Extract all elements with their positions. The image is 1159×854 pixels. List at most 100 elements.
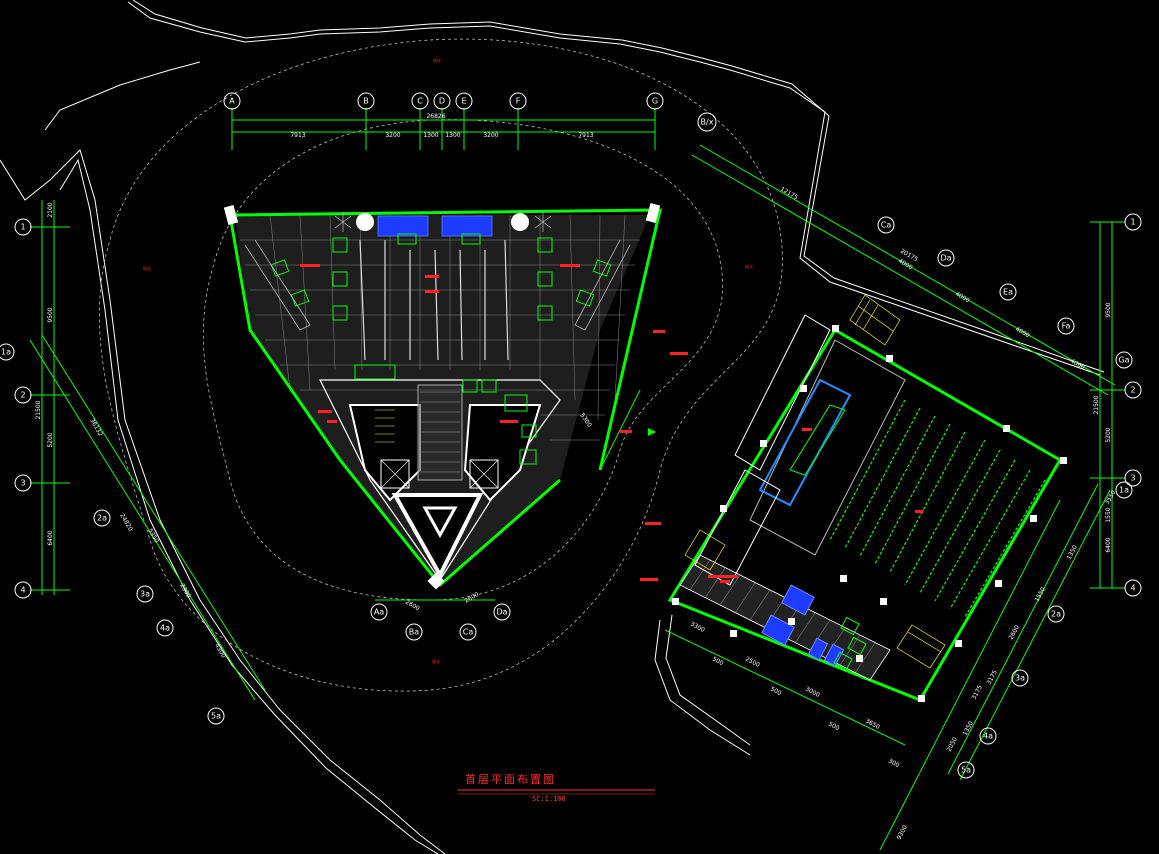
dim-lobby-2: 2600: [464, 591, 481, 605]
dim-rt-7: 9500: [1105, 302, 1112, 317]
grid-bubble-lower-right-3-label: 3a: [1015, 674, 1025, 683]
dim-top-5: 3200: [483, 132, 498, 139]
grid-bubble-right-top-3: Ea: [999, 283, 1017, 301]
dim-right-1: 21500: [1093, 395, 1100, 414]
room-label-south: 绿化: [432, 658, 440, 664]
auditorium-building: [667, 294, 1067, 702]
grid-bubble-lower-right-4-label: 4a: [983, 732, 993, 741]
grid-bubble-lower-right-1: 1a: [1115, 481, 1133, 499]
drawing-title: 首层平面布置图: [465, 772, 556, 786]
grid-bubble-right-top-3-label: Ea: [1003, 288, 1013, 297]
dim-lr-2: 2600: [1008, 624, 1021, 641]
grid-bubble-top-2-label: B: [363, 97, 369, 106]
dim-lr-3: 3175: [971, 684, 984, 701]
dim-diag-1: 36132: [88, 418, 104, 438]
dim-diag-3: 5350: [146, 528, 160, 545]
dim-diag-4: 2300: [178, 583, 192, 600]
grid-bubble-left-3: 3: [14, 474, 32, 492]
grid-bubble-lower-right-1-label: 1a: [1119, 486, 1129, 495]
dim-lr-4: 3175: [986, 669, 999, 686]
grid-bubble-top-1: A: [223, 92, 241, 110]
grid-bubble-lower-right-5: 5a: [957, 761, 975, 779]
drawing-scale: SC:1:100: [532, 795, 566, 803]
grid-bubble-left-diag-5: 5a: [207, 707, 225, 725]
grid-bubble-right-top-4-label: Fa: [1062, 322, 1071, 331]
grid-bubble-left-diag-1: 1a: [0, 343, 15, 361]
grid-bubble-top-6: F: [509, 92, 527, 110]
dim-low-1: 3300: [689, 621, 706, 634]
dim-lr-7: 9300: [896, 824, 909, 841]
dim-lr-6: 1350: [962, 720, 975, 737]
auditorium-seating: [829, 399, 1046, 618]
grid-bubble-corner-label: B/x: [701, 118, 714, 127]
grid-bubble-right-3: 3: [1124, 469, 1142, 487]
red-annotations: 绿化 绿化 绿化 绿化: [143, 57, 923, 664]
room-label-north: 绿化: [433, 57, 441, 63]
grid-bubble-top-2: B: [357, 92, 375, 110]
grid-bubble-bottom-2: Ba: [405, 623, 423, 641]
room-label-east: 绿化: [745, 263, 753, 269]
central-core: [319, 364, 561, 582]
grid-bubble-top-7-label: G: [652, 97, 658, 106]
grid-bubble-right-top-4: Fa: [1057, 317, 1075, 335]
grid-bubble-top-7: G: [646, 92, 664, 110]
grid-bubble-left-2: 2: [14, 386, 32, 404]
grid-bubble-left-diag-3-label: 3a: [140, 590, 150, 599]
grid-bubble-bottom-4-label: Da: [496, 608, 507, 617]
grid-bubble-lower-right-5-label: 5a: [961, 766, 971, 775]
stair-dim: 5300: [578, 412, 593, 429]
drawing-title-block: 首层平面布置图 SC:1:100: [458, 772, 655, 803]
dim-diag-2: 24820: [118, 513, 134, 533]
dim-left-5: 6400: [47, 530, 54, 545]
grid-bubble-left-4: 4: [14, 581, 32, 599]
dim-top-4: 1300: [445, 132, 460, 139]
grid-bubble-right-top-1-label: Ca: [881, 221, 892, 230]
grid-bubble-left-1-label: 1: [20, 223, 25, 232]
dimension-lines: [29, 108, 1125, 851]
grid-bubble-left-diag-4-label: 4a: [160, 624, 170, 633]
dim-top-2: 3200: [385, 132, 400, 139]
grid-bubble-left-diag-2-label: 2a: [97, 514, 107, 523]
grid-bubble-left-3-label: 3: [20, 479, 25, 488]
room-label-west: 绿化: [143, 265, 151, 271]
dim-top-3: 1300: [423, 132, 438, 139]
grid-bubble-right-2: 2: [1124, 381, 1142, 399]
grid-bubble-top-1-label: A: [229, 97, 235, 106]
grid-bubble-bottom-3-label: Ca: [463, 628, 474, 637]
dim-left-4: 5200: [47, 432, 54, 447]
grid-bubble-top-5: E: [455, 92, 473, 110]
grid-bubble-left-diag-5-label: 5a: [211, 712, 221, 721]
grid-bubble-top-5-label: E: [461, 97, 466, 106]
grid-bubble-lower-right-2: 2a: [1047, 605, 1065, 623]
grid-bubble-bottom-1-label: Aa: [374, 608, 384, 617]
dim-lr-8: 300: [887, 758, 901, 770]
grid-bubble-bottom-4: Da: [493, 603, 511, 621]
dim-right-5: 6400: [1105, 537, 1112, 552]
dim-rt-4: 4000: [954, 291, 971, 305]
grid-bubble-right-1: 1: [1124, 213, 1142, 231]
dim-lr-5: 2050: [946, 736, 959, 753]
grid-bubble-top-6-label: F: [516, 97, 521, 106]
grid-bubble-top-4: D: [433, 92, 451, 110]
dim-diag-5: 4300: [213, 643, 227, 660]
dim-rt-1: 12175: [779, 186, 799, 202]
grid-bubble-left-1: 1: [14, 218, 32, 236]
dim-right-2: 5200: [1105, 427, 1112, 442]
dim-rt-6: 4000: [1069, 358, 1086, 372]
dim-low-5: 3000: [804, 686, 821, 699]
dim-lobby-1: 2600: [404, 599, 421, 613]
dim-low-2: 500: [711, 656, 725, 668]
grid-bubble-left-4-label: 4: [20, 586, 25, 595]
site-boundary: [0, 0, 1105, 854]
grid-bubble-right-top-5: Ga: [1115, 351, 1133, 369]
grid-bubble-right-4: 4: [1124, 579, 1142, 597]
grid-bubble-right-top-1: Ca: [877, 216, 895, 234]
grid-bubble-lower-right-4: 4a: [979, 727, 997, 745]
dim-right-3: 1550: [1105, 507, 1112, 522]
dim-right-4: 3550: [1104, 489, 1118, 506]
dim-top-1: 7913: [290, 132, 305, 139]
dim-low-4: 500: [769, 686, 783, 698]
grid-bubble-right-top-2: Da: [937, 249, 955, 267]
